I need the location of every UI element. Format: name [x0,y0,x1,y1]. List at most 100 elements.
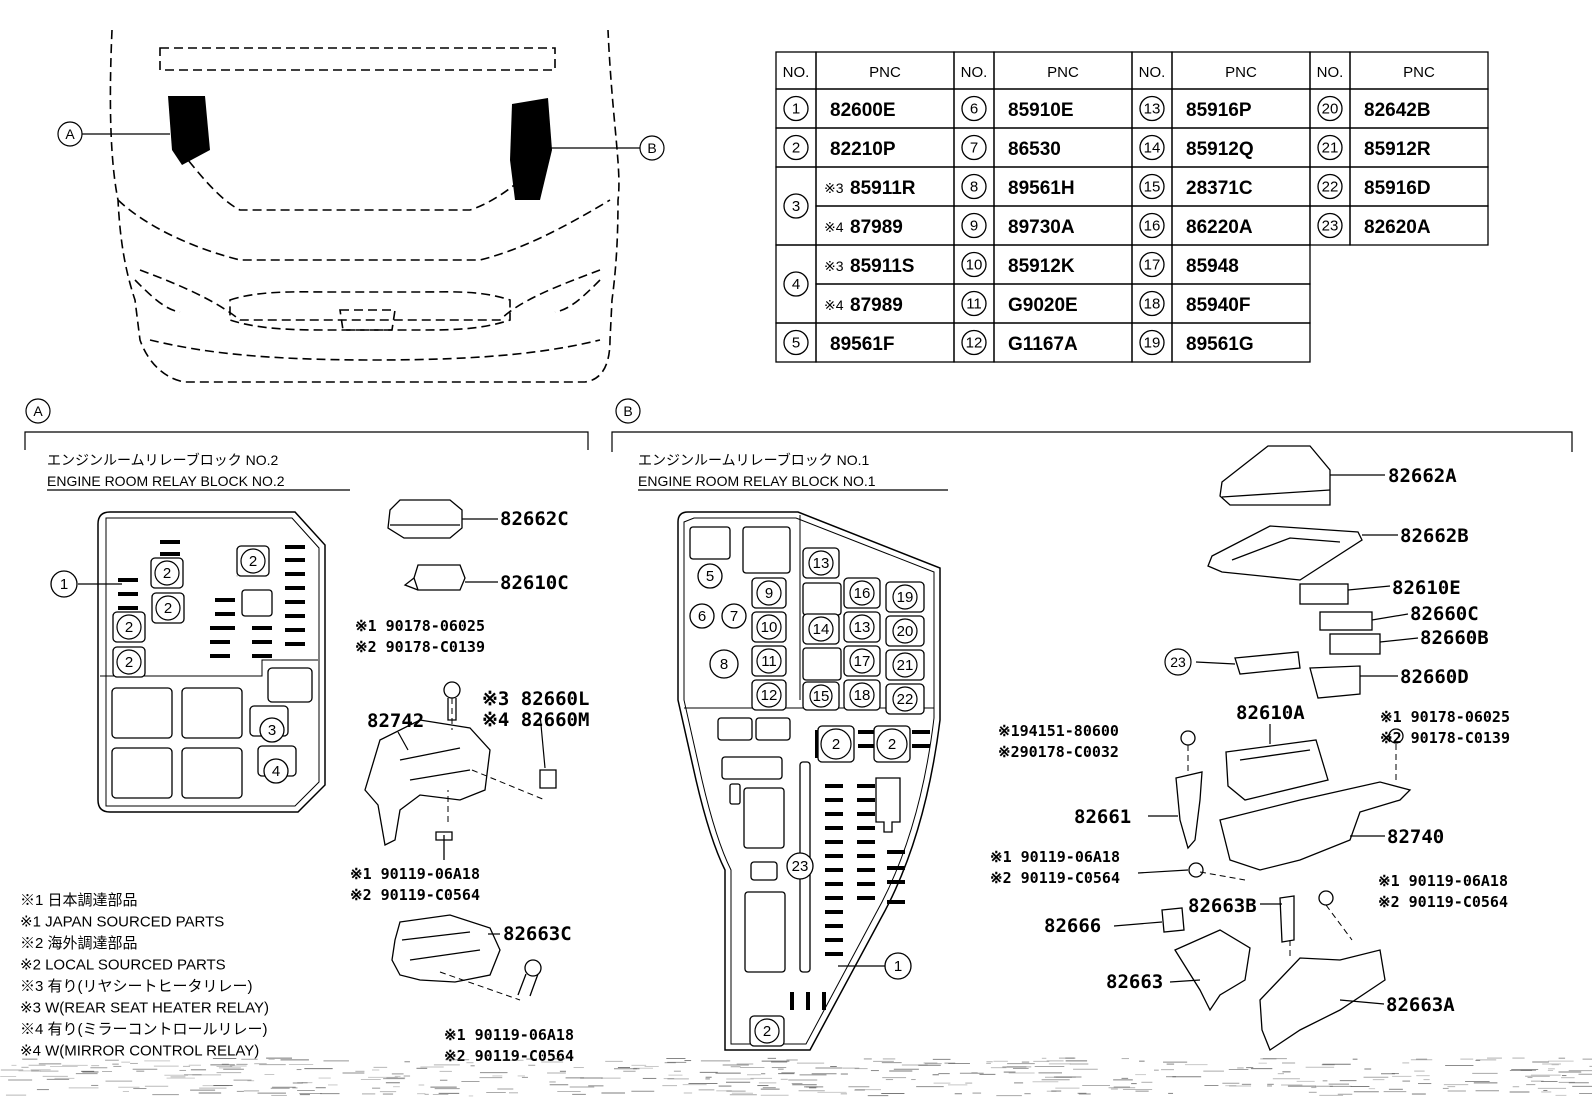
pnc-value: 82642B [1364,100,1431,121]
pnc-value: 89561H [1008,178,1075,199]
section-b: B エンジンルームリレーブロック NO.1 ENGINE ROOM RELAY … [612,399,1572,1050]
block-b-callout-10: 10 [752,612,786,642]
overview-label-a: A [65,126,75,142]
part-82666: 82666 [1044,915,1101,937]
part-82610a: 82610A [1236,702,1305,724]
block-a-callout-1: 1 [51,571,77,597]
block-b-callout-1: 1 [885,953,911,979]
table-row: 13 85916P [1132,89,1310,128]
block-b-callout-7: 7 [722,604,746,628]
svg-text:18: 18 [854,687,871,704]
part-82740: 82740 [1387,826,1444,848]
row-number-2: 2 [784,136,808,160]
svg-text:1: 1 [894,958,902,975]
row-number-15: 15 [1140,175,1164,199]
row-number-18: 18 [1140,292,1164,316]
part-callout-23: 23 [1170,654,1186,670]
svg-text:5: 5 [706,568,714,585]
footnote-line: ※3 W(REAR SEAT HEATER RELAY) [20,1000,269,1017]
part-82663c: 82663C [503,923,572,945]
block-a-callout-2: 2 [113,647,145,677]
section-b-title-en: ENGINE ROOM RELAY BLOCK NO.1 [638,473,876,489]
row-number-19: 19 [1140,331,1164,355]
bolt-bot-japan: ※1 90119-06A18 [444,1026,574,1044]
block-b-callout-17: 17 [844,646,880,676]
pnc-value: 85916P [1186,100,1252,121]
svg-text:9: 9 [765,585,773,602]
svg-text:17: 17 [1144,257,1161,274]
overview-leaders [58,122,664,160]
row-number-23: 23 [1318,214,1342,238]
svg-text:22: 22 [1322,179,1339,196]
svg-text:3: 3 [268,722,276,739]
relay-82660m: ※4 82660M [482,709,589,731]
svg-text:2: 2 [249,553,257,570]
block-b-callout-21: 21 [886,650,924,680]
row-number-9: 9 [962,214,986,238]
svg-text:9: 9 [970,218,978,235]
svg-text:21: 21 [1322,140,1339,157]
fuse-slots [118,540,305,658]
pnc-value: 85912Q [1186,139,1254,160]
bolt-mid-local: ※2 90119-C0564 [350,886,480,904]
footnote-line: ※4 有り(ミラーコントロールリレー) [20,1021,268,1038]
part-82660c: 82660C [1410,603,1479,625]
pnc-value: 85916D [1364,178,1431,199]
section-b-title-jp: エンジンルームリレーブロック NO.1 [638,452,870,468]
svg-text:19: 19 [897,589,914,606]
block-b-callout-20: 20 [886,616,924,646]
pnc-value: 82210P [830,139,896,160]
svg-text:4: 4 [272,763,280,780]
svg-text:13: 13 [1144,101,1161,118]
part-82663b: 82663B [1188,895,1257,917]
bolt-top-japan: ※1 90178-06025 [355,617,485,635]
sourcing-mark: ※4 [824,297,844,313]
block-b-callout-18: 18 [844,680,880,710]
pnc-value: 86220A [1186,217,1253,238]
section-a-marker: A [33,403,43,419]
car-overview [110,30,619,382]
pnc-value: 87989 [850,217,903,238]
block-a-callout-3: 3 [260,718,284,742]
pnc-value: 28371C [1186,178,1253,199]
sourcing-mark: ※3 [824,258,844,274]
pnc-value: 85948 [1186,256,1239,277]
block-b-callout-14: 14 [803,614,839,644]
svg-text:1: 1 [60,576,68,593]
table-header-pnc: PNC [869,64,901,81]
part-illustrations-b [1162,446,1410,1050]
table-header-no: NO. [1317,64,1344,81]
block-b-callout-23: 23 [787,853,813,879]
row-number-1: 1 [784,97,808,121]
block-b-callout-8: 8 [710,650,738,678]
part-82610e: 82610E [1392,577,1461,599]
svg-text:14: 14 [1144,140,1161,157]
assembly-lines-a [440,698,545,1000]
bolt-top-local: ※2 90178-C0139 [355,638,485,656]
pnc-value: 85910E [1008,100,1074,121]
overview-label-b: B [647,140,656,156]
svg-text:3: 3 [792,198,800,215]
table-header-no: NO. [961,64,988,81]
svg-text:6: 6 [698,608,706,625]
block-b-callout-9: 9 [752,578,786,608]
svg-text:2: 2 [888,736,896,753]
svg-text:1: 1 [792,101,800,118]
row-number-5: 5 [784,331,808,355]
pnc-value: 85912K [1008,256,1075,277]
svg-text:14: 14 [813,621,830,638]
pnc-value: G9020E [1008,295,1078,316]
svg-text:15: 15 [813,688,830,705]
svg-text:13: 13 [854,619,871,636]
